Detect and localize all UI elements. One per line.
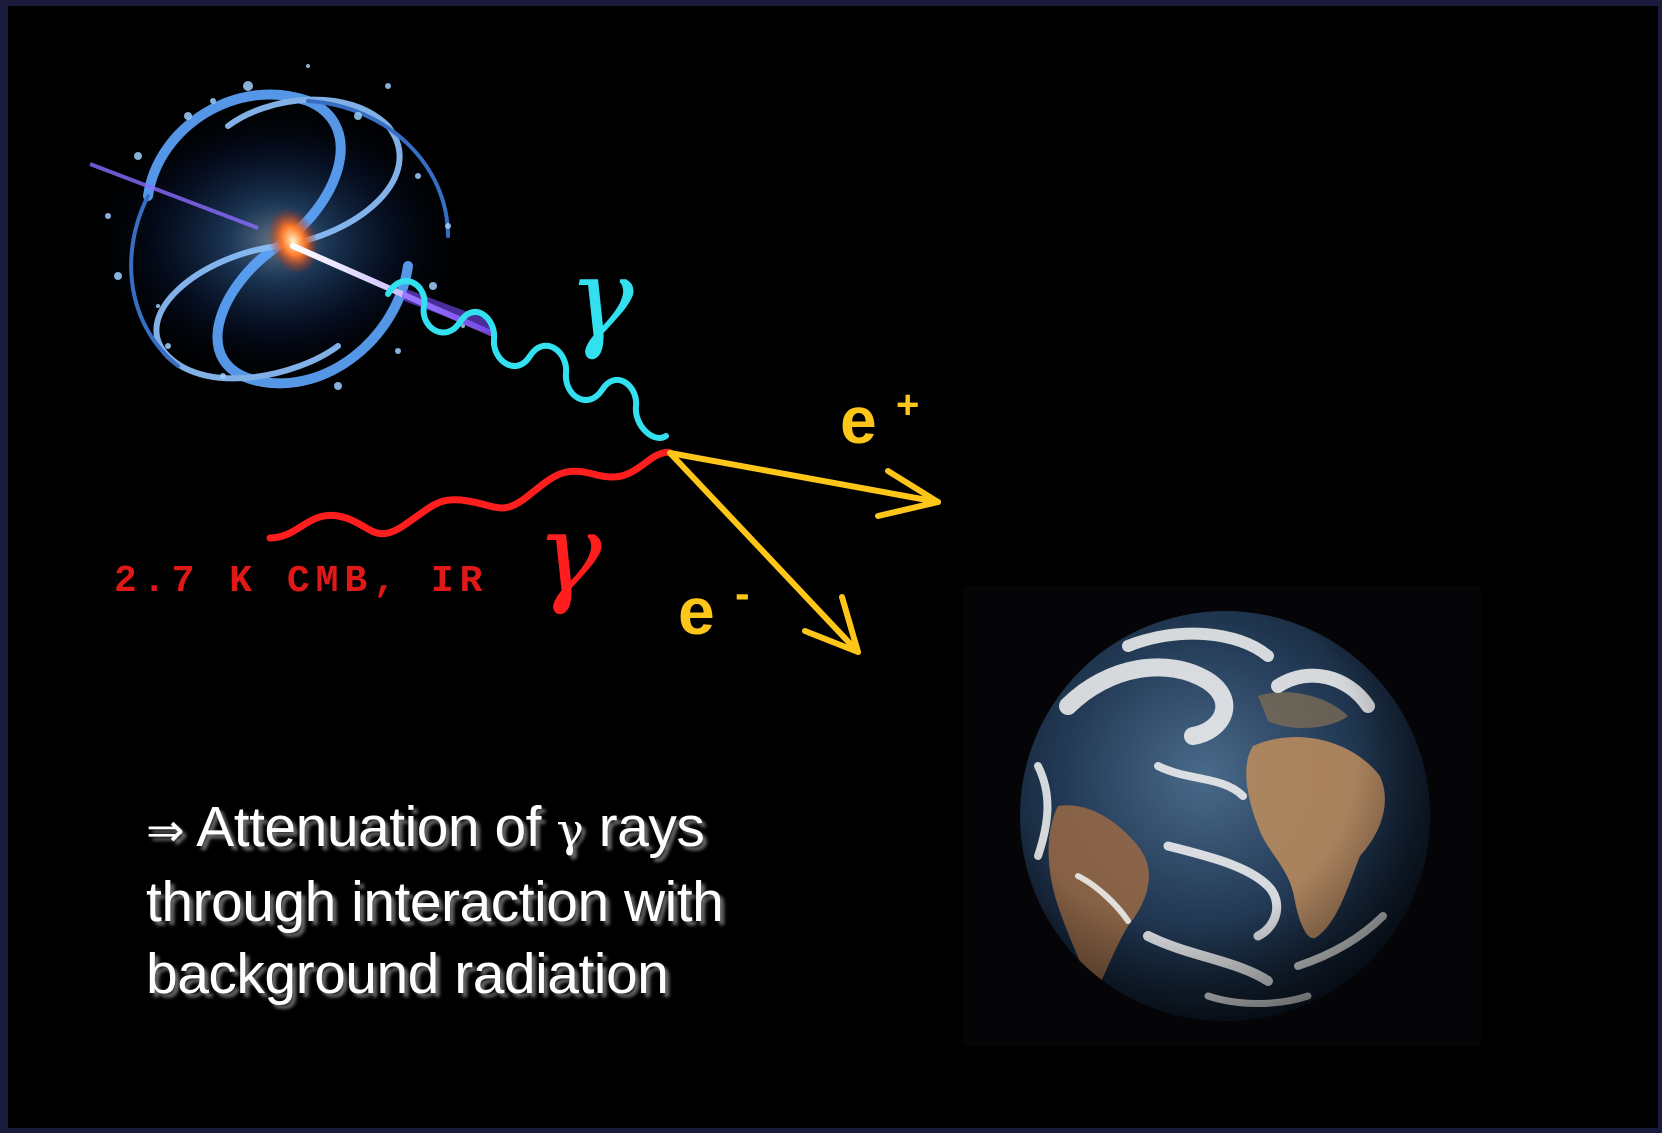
positron-label: e xyxy=(840,383,877,457)
positron-charge: + xyxy=(896,383,919,427)
positron-arrow xyxy=(667,450,941,519)
gamma-high-photon-line xyxy=(385,278,669,441)
galaxy-image xyxy=(83,64,496,391)
slide: γ γ e + e - 2.7 K CMB, IR xyxy=(8,6,1658,1128)
background-radiation-label: 2.7 K CMB, IR xyxy=(114,560,488,603)
electron-label: e xyxy=(678,574,715,648)
electron-charge: - xyxy=(735,569,750,618)
electron-arrow xyxy=(667,450,861,655)
caption: ⇒ Attenuation of γ rays through interact… xyxy=(146,791,906,1010)
gamma-high-label: γ xyxy=(568,234,634,362)
gamma-low-label: γ xyxy=(536,489,602,617)
caption-line-3: background radiation xyxy=(146,942,669,1006)
gamma-low-photon-line xyxy=(266,448,674,542)
caption-line-1-end: rays xyxy=(583,795,705,859)
earth-image xyxy=(963,586,1481,1046)
implies-arrow-icon: ⇒ xyxy=(146,803,185,857)
pair-production-diagram: γ γ e + e - 2.7 K CMB, IR xyxy=(83,64,1481,1046)
caption-gamma-symbol: γ xyxy=(556,803,584,857)
caption-line-1: ⇒ Attenuation of γ rays xyxy=(146,791,906,866)
caption-line-2: through interaction with xyxy=(146,870,724,934)
caption-line-1-text: Attenuation of xyxy=(184,795,557,859)
